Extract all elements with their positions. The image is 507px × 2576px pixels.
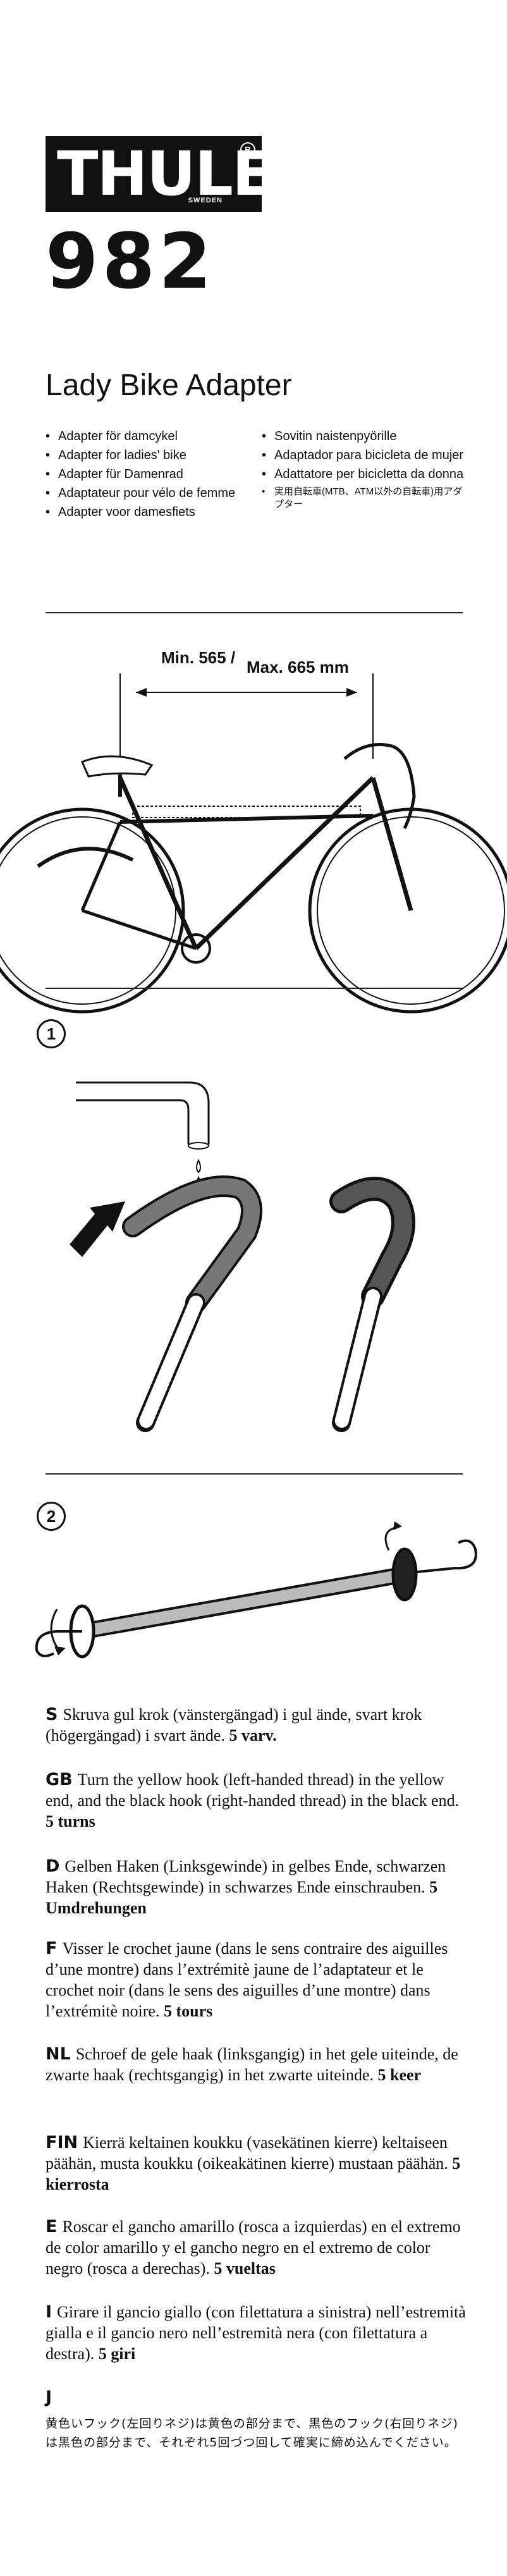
list-item: Adapter för damcykel: [46, 429, 254, 444]
measurement-min: Min. 565 /: [161, 648, 236, 667]
language-code: D: [46, 1856, 60, 1876]
instruction-text: Schroef de gele haak (linksgangig) in he…: [46, 2045, 458, 2084]
language-code: E: [46, 2217, 58, 2236]
divider: [46, 988, 463, 989]
instruction-text: Girare il gancio giallo (con filettatura…: [46, 2303, 466, 2363]
language-code: FIN: [46, 2133, 78, 2152]
registered-mark-icon: R: [240, 142, 255, 157]
instruction-j: J 黄色いフック(左回りネジ)は黄色の部分まで、黒色のフック(右回りネジ)は黒色…: [46, 2387, 467, 2452]
turns-count: 5 giri: [98, 2345, 136, 2363]
thule-logo: THULE SWEDEN R: [46, 136, 274, 212]
divider: [46, 1473, 463, 1475]
instruction-text: Visser le crochet jaune (dans le sens co…: [46, 1939, 448, 2020]
turns-count: 5 kierrosta: [46, 2154, 461, 2193]
turns-count: 5 tours: [163, 2002, 213, 2020]
turns-count: 5 Umdrehungen: [46, 1878, 438, 1917]
product-title: Lady Bike Adapter: [46, 369, 292, 402]
turns-count: 5 varv.: [229, 1726, 277, 1745]
instruction-text: Gelben Haken (Linksgewinde) in gelbes En…: [46, 1857, 446, 1896]
language-code: NL: [46, 2044, 71, 2064]
language-list-left: Adapter för damcykel Adapter for ladies'…: [46, 429, 254, 524]
list-item: Sovitin naistenpyörille: [262, 429, 470, 444]
step1-illustration: [70, 1081, 415, 1432]
list-item: Adaptateur pour vélo de femme: [46, 486, 254, 501]
language-code: F: [46, 1939, 58, 1958]
language-list-right: Sovitin naistenpyörille Adaptador para b…: [262, 429, 470, 515]
turns-count: 5 keer: [377, 2066, 422, 2084]
step-number: 1: [37, 1019, 66, 1048]
bike-illustration: [0, 673, 507, 1014]
turns-count: 5 turns: [46, 1812, 95, 1831]
turns-count: 5 vueltas: [214, 2259, 276, 2278]
list-item: 実用自転車(MTB、ATM以外の自転車)用アダプター: [262, 486, 470, 511]
list-item: Adapter voor damesfiets: [46, 505, 254, 520]
instruction-text: Kierrä keltainen koukku (vasekätinen kie…: [46, 2133, 453, 2173]
instruction-text: Skruva gul krok (vänstergängad) i gul än…: [46, 1705, 422, 1745]
language-code: GB: [46, 1770, 73, 1789]
list-item: Adapter for ladies' bike: [46, 448, 254, 463]
language-code: S: [46, 1705, 58, 1724]
measurement-max: Max. 665 mm: [247, 658, 349, 677]
step2-illustration: [35, 1521, 477, 1659]
language-code: I: [46, 2302, 52, 2322]
brand-sub: SWEDEN: [188, 197, 223, 204]
brand-name: THULE: [57, 138, 274, 209]
divider: [46, 612, 463, 613]
language-code: J: [46, 2388, 52, 2407]
instruction-text: Roscar el gancho amarillo (rosca a izqui…: [46, 2217, 461, 2278]
list-item: Adaptador para bicicleta de mujer: [262, 448, 470, 463]
list-item: Adattatore per bicicletta da donna: [262, 467, 470, 482]
step-number: 2: [37, 1502, 66, 1531]
list-item: Adapter für Damenrad: [46, 467, 254, 482]
instruction-text: Turn the yellow hook (left-handed thread…: [46, 1770, 460, 1810]
model-number: 982: [46, 218, 216, 306]
instruction-text: 黄色いフック(左回りネジ)は黄色の部分まで、黒色のフック(右回りネジ)は黒色の部…: [46, 2417, 458, 2450]
